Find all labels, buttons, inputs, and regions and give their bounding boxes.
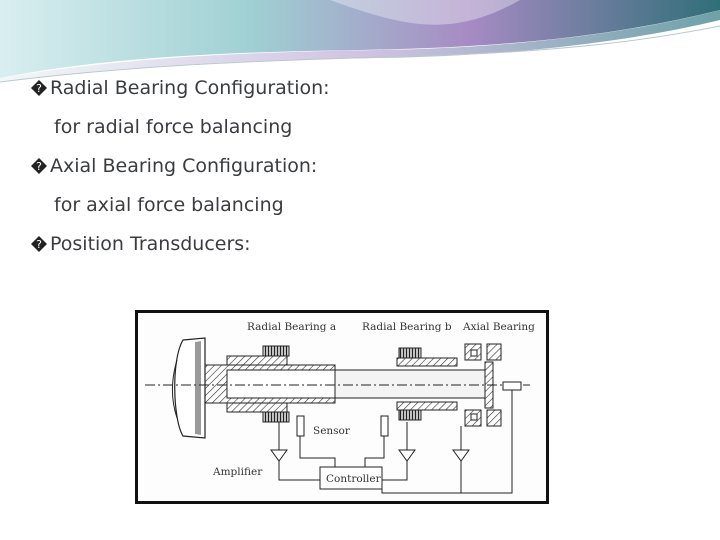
label-controller: Controller bbox=[326, 473, 382, 485]
missing-glyph-icon: ? bbox=[30, 79, 48, 97]
controller-box bbox=[319, 466, 383, 490]
shaft bbox=[204, 361, 494, 409]
bullet-list: ? Radial Bearing Configuration: for radi… bbox=[30, 78, 550, 273]
missing-glyph-icon: ? bbox=[30, 235, 48, 253]
label-amplifier: Amplifier bbox=[212, 466, 263, 478]
radial-bearing-b bbox=[396, 347, 458, 421]
bullet-text: Radial Bearing Configuration: bbox=[50, 77, 330, 99]
bullet-axial-description: for axial force balancing bbox=[30, 195, 550, 215]
missing-glyph-icon: ? bbox=[30, 157, 48, 175]
rotor-disc bbox=[172, 337, 206, 439]
signal-wiring bbox=[278, 390, 513, 494]
label-radial-bearing-a: Radial Bearing a bbox=[247, 321, 336, 333]
label-axial-bearing: Axial Bearing bbox=[462, 321, 535, 333]
label-sensor: Sensor bbox=[313, 425, 351, 437]
bullet-radial-description: for radial force balancing bbox=[30, 117, 550, 137]
axial-bearing bbox=[464, 343, 522, 427]
bullet-text: Axial Bearing Configuration: bbox=[50, 155, 318, 177]
svg-text:?: ? bbox=[36, 82, 42, 95]
svg-text:?: ? bbox=[36, 238, 42, 251]
bullet-radial-bearing: ? Radial Bearing Configuration: bbox=[30, 78, 550, 98]
bullet-position-transducers: ? Position Transducers: bbox=[30, 234, 550, 254]
header-wave-decoration bbox=[0, 0, 720, 83]
bullet-axial-bearing: ? Axial Bearing Configuration: bbox=[30, 156, 550, 176]
svg-text:?: ? bbox=[36, 160, 42, 173]
magnetic-bearing-diagram: Radial Bearing a Radial Bearing b Axial … bbox=[135, 310, 549, 504]
bullet-text: for radial force balancing bbox=[54, 116, 293, 138]
radial-bearing-a bbox=[226, 345, 290, 423]
bullet-text: for axial force balancing bbox=[54, 194, 284, 216]
label-radial-bearing-b: Radial Bearing b bbox=[362, 321, 452, 333]
bullet-text: Position Transducers: bbox=[50, 233, 251, 255]
